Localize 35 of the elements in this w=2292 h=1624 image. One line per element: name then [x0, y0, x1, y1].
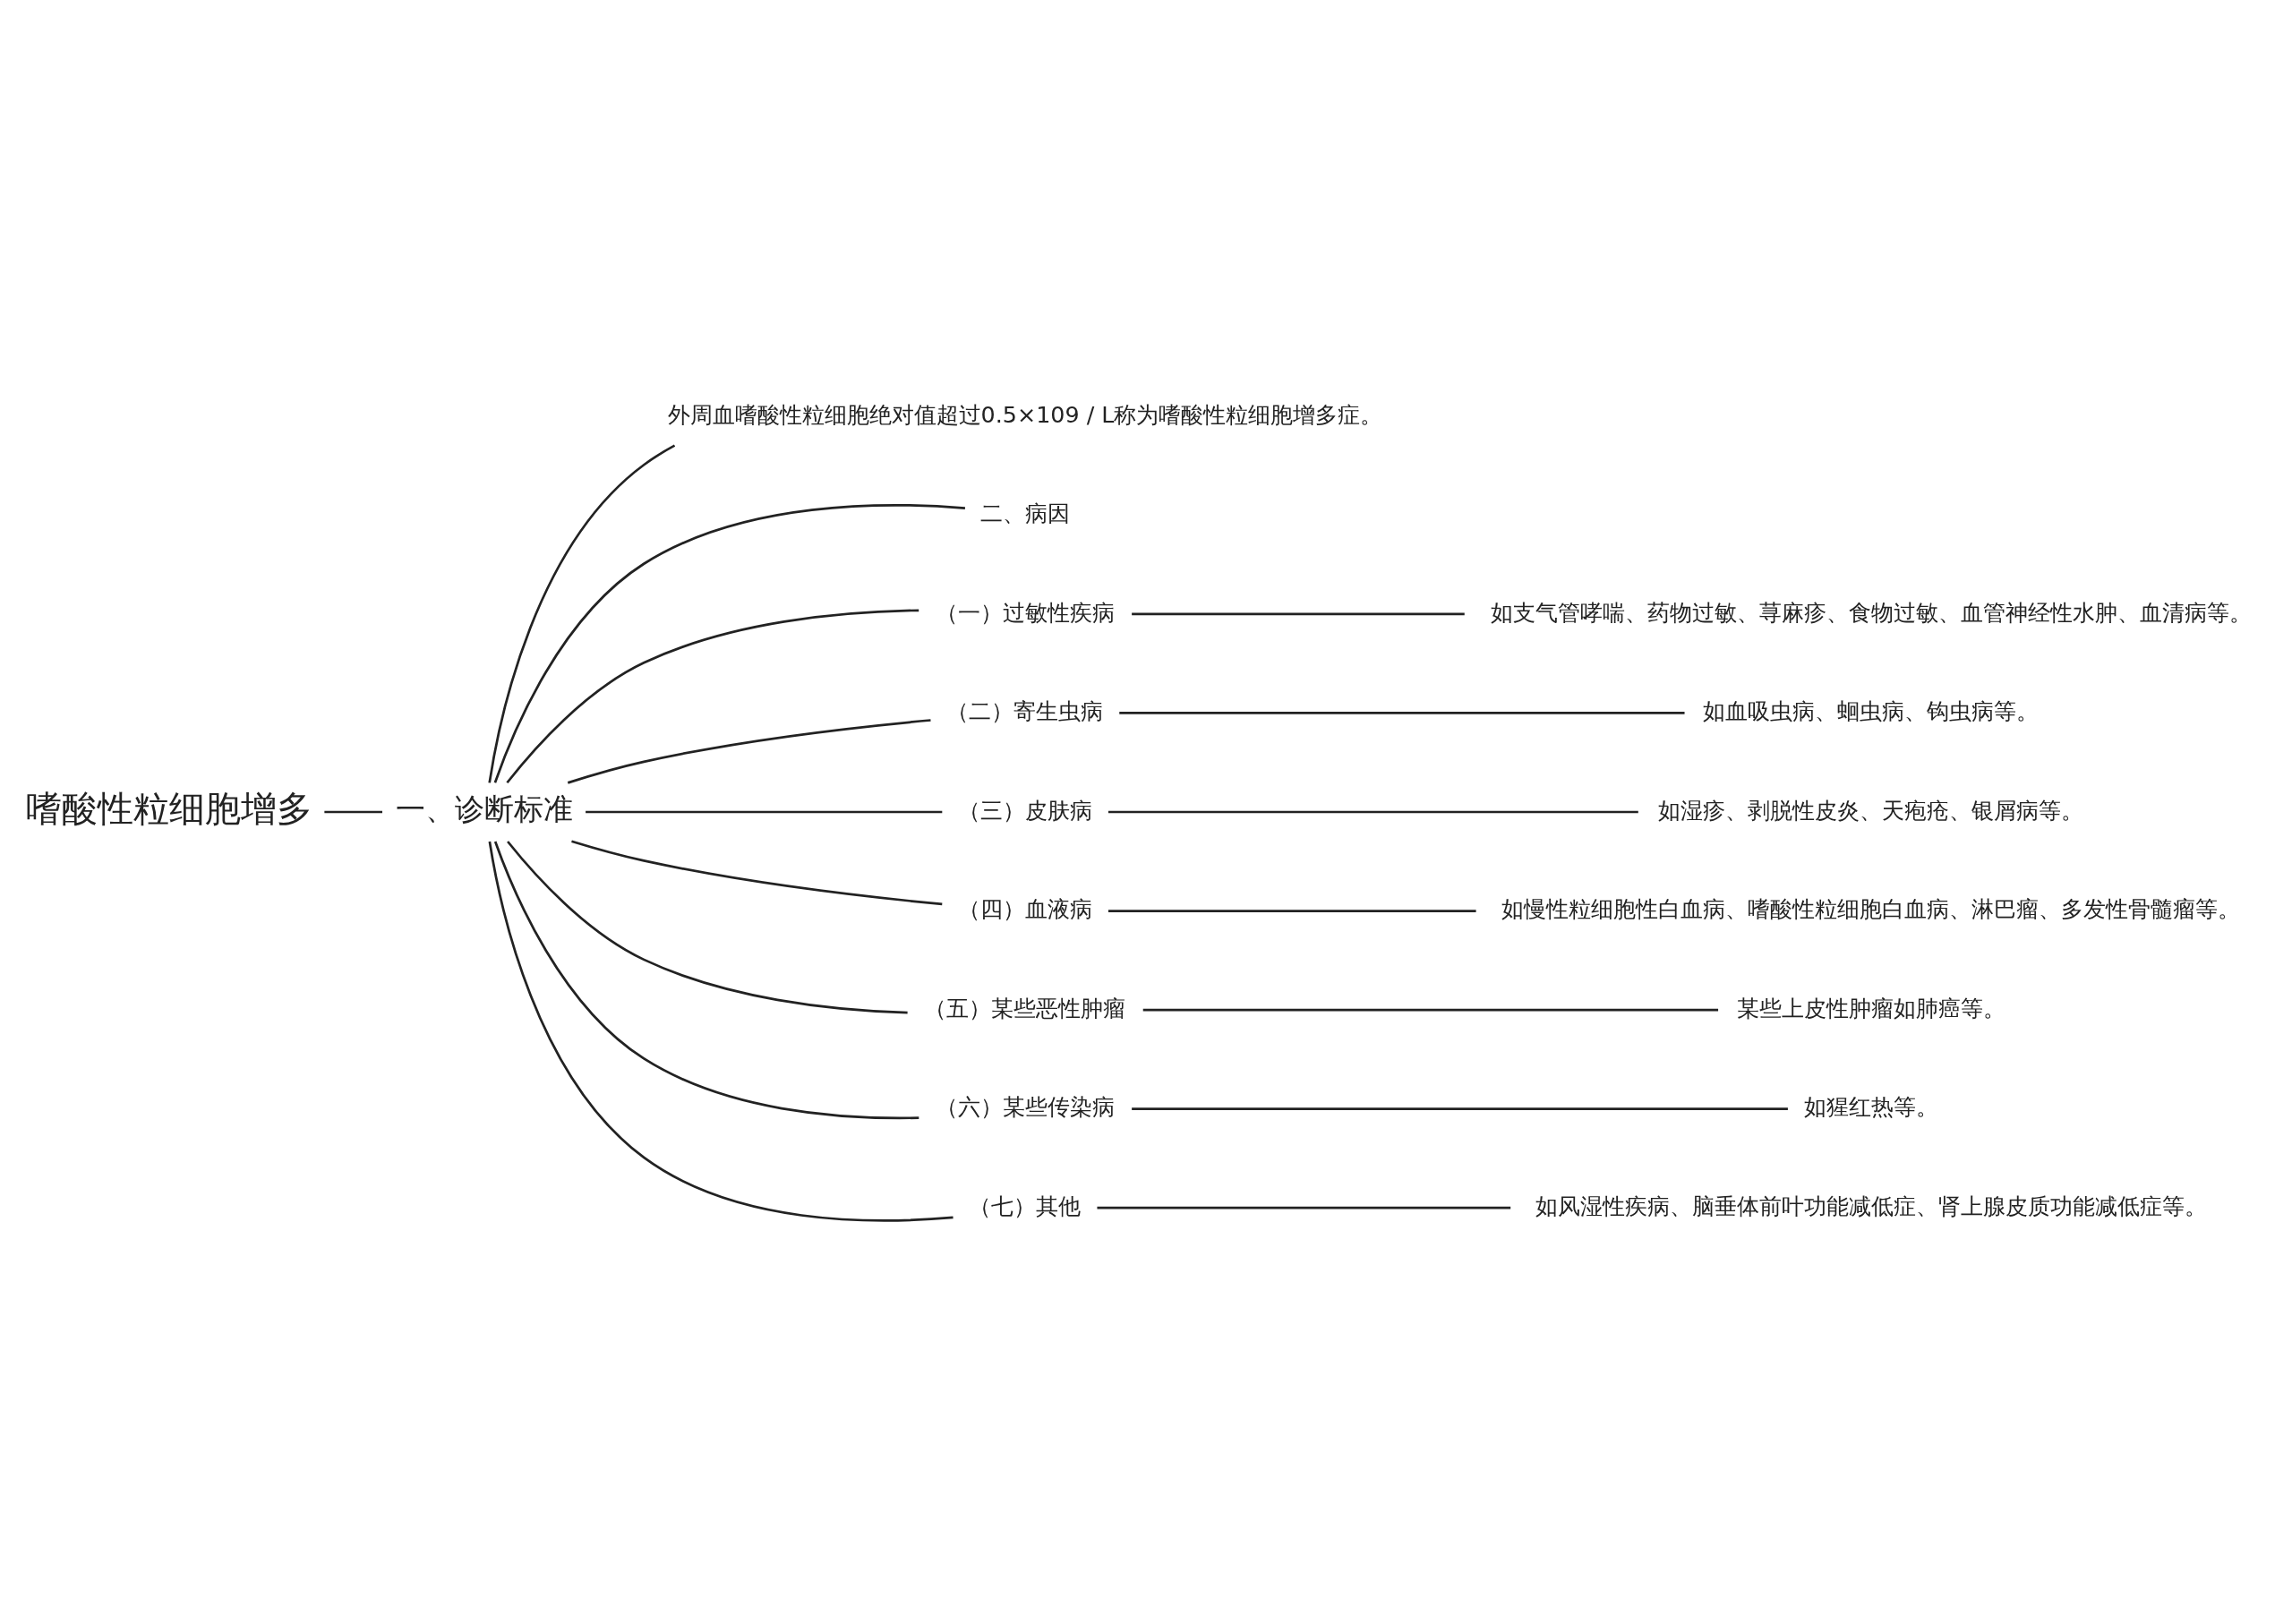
node-text: 如湿疹、剥脱性皮炎、天疱疮、银屑病等。	[1658, 796, 2084, 824]
connector	[488, 444, 676, 783]
connector	[586, 810, 943, 814]
node-text: （五）某些恶性肿瘤	[924, 994, 1126, 1021]
connector	[493, 504, 965, 783]
connector	[571, 840, 943, 906]
node-text: （六）某些传染病	[936, 1093, 1115, 1121]
node-text: 如慢性粒细胞性白血病、嗜酸性粒细胞白血病、淋巴瘤、多发性骨髓瘤等。	[1501, 895, 2241, 923]
connector	[1142, 1008, 1719, 1012]
node-text: （三）皮肤病	[958, 796, 1092, 824]
connector	[1132, 612, 1465, 616]
node-text: 一、诊断标准	[395, 791, 573, 826]
node-text: 如血吸虫病、蛔虫病、钩虫病等。	[1703, 697, 2040, 725]
node-text: 嗜酸性粒细胞增多	[26, 788, 313, 830]
node-text: 外周血嗜酸性粒细胞绝对值超过0.5×109 / L称为嗜酸性粒细胞增多症。	[667, 400, 1383, 428]
node-text: （二）寄生虫病	[946, 697, 1104, 725]
node-text: 二、病因	[980, 500, 1070, 527]
node-text: （四）血液病	[958, 895, 1092, 923]
node-text: （一）过敏性疾病	[936, 598, 1115, 626]
connector	[1097, 1206, 1511, 1209]
connector	[1108, 910, 1476, 912]
connector	[324, 810, 382, 814]
connector	[567, 719, 931, 784]
connector	[488, 841, 954, 1222]
connector	[493, 841, 919, 1120]
connector	[1119, 712, 1685, 714]
node-text: （七）其他	[969, 1192, 1082, 1219]
connector	[1108, 810, 1638, 814]
connector	[506, 609, 919, 784]
connector	[1132, 1107, 1788, 1110]
connector	[507, 841, 908, 1014]
node-text: 如支气管哮喘、药物过敏、荨麻疹、食物过敏、血管神经性水肿、血清病等。	[1490, 598, 2252, 626]
node-text: 某些上皮性肿瘤如肺癌等。	[1736, 994, 2006, 1021]
node-text: 如猩红热等。	[1803, 1093, 1938, 1121]
node-text: 如风湿性疾病、脑垂体前叶功能减低症、肾上腺皮质功能减低症等。	[1535, 1192, 2207, 1219]
